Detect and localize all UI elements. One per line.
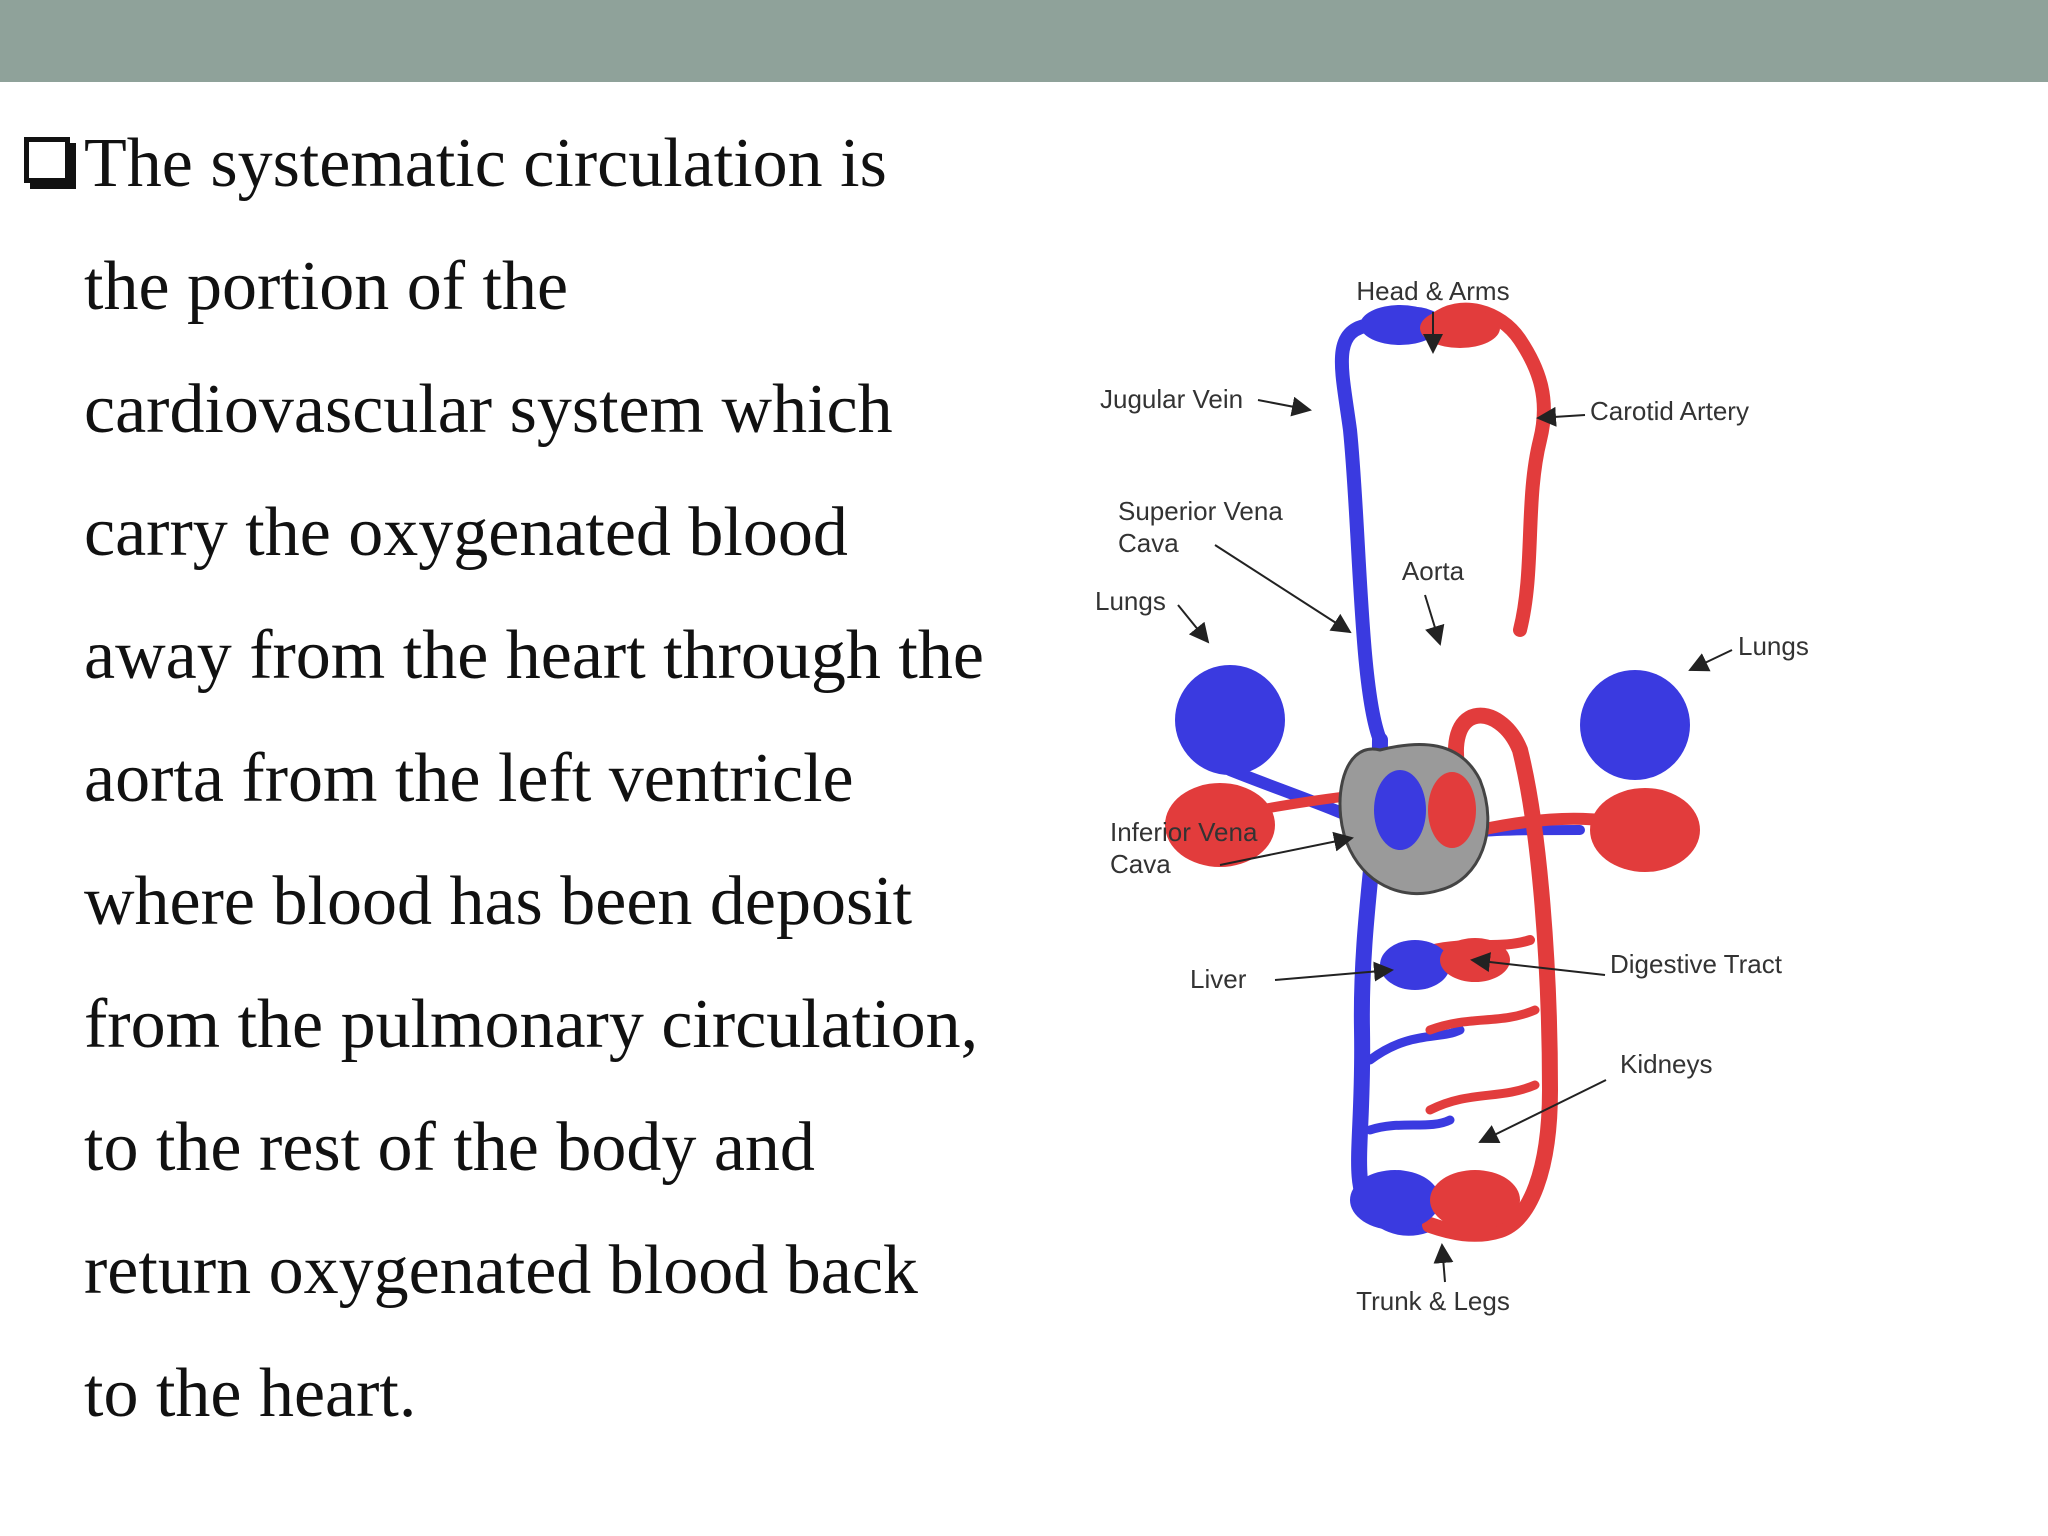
label-digestive-tract: Digestive Tract xyxy=(1610,949,1783,979)
body-line: cardiovascular system which xyxy=(84,371,893,448)
label-trunk-legs: Trunk & Legs xyxy=(1356,1286,1510,1316)
label-inferior-vena-cava: Inferior Vena xyxy=(1110,817,1258,847)
trunk-legs-capillaries xyxy=(1350,1170,1520,1230)
body-line: carry the oxygenated blood xyxy=(84,494,848,571)
circulation-diagram: Head & Arms Jugular Vein Carotid Artery … xyxy=(1095,276,1809,1316)
label-superior-vena-cava: Superior Vena xyxy=(1118,496,1283,526)
leader-arrows xyxy=(1177,312,1733,1283)
label-jugular-vein: Jugular Vein xyxy=(1100,384,1243,414)
body-text: The systematic circulation is the portio… xyxy=(84,118,1004,1471)
checkbox-bullet-icon xyxy=(24,137,70,183)
label-superior-vena-cava-2: Cava xyxy=(1118,528,1179,558)
body-line: where blood has been deposit xyxy=(84,863,913,940)
label-lungs-left: Lungs xyxy=(1095,586,1166,616)
body-line: to the heart. xyxy=(84,1355,417,1432)
left-lung-capillaries xyxy=(1165,665,1285,867)
body-line: The systematic circulation is xyxy=(84,125,887,202)
title-bar xyxy=(0,0,2048,82)
body-line: the portion of the xyxy=(84,248,569,325)
label-liver: Liver xyxy=(1190,964,1247,994)
heart xyxy=(1338,742,1490,896)
label-inferior-vena-cava-2: Cava xyxy=(1110,849,1171,879)
label-aorta: Aorta xyxy=(1402,556,1465,586)
right-lung-capillaries xyxy=(1580,670,1700,872)
label-carotid-artery: Carotid Artery xyxy=(1590,396,1749,426)
body-line: aorta from the left ventricle xyxy=(84,740,854,817)
body-line: from the pulmonary circulation, xyxy=(84,986,979,1063)
body-line: away from the heart through the xyxy=(84,617,984,694)
body-line: return oxygenated blood back xyxy=(84,1232,918,1309)
label-kidneys: Kidneys xyxy=(1620,1049,1713,1079)
body-line: to the rest of the body and xyxy=(84,1109,815,1186)
label-head-arms: Head & Arms xyxy=(1356,276,1509,306)
label-lungs-right: Lungs xyxy=(1738,631,1809,661)
